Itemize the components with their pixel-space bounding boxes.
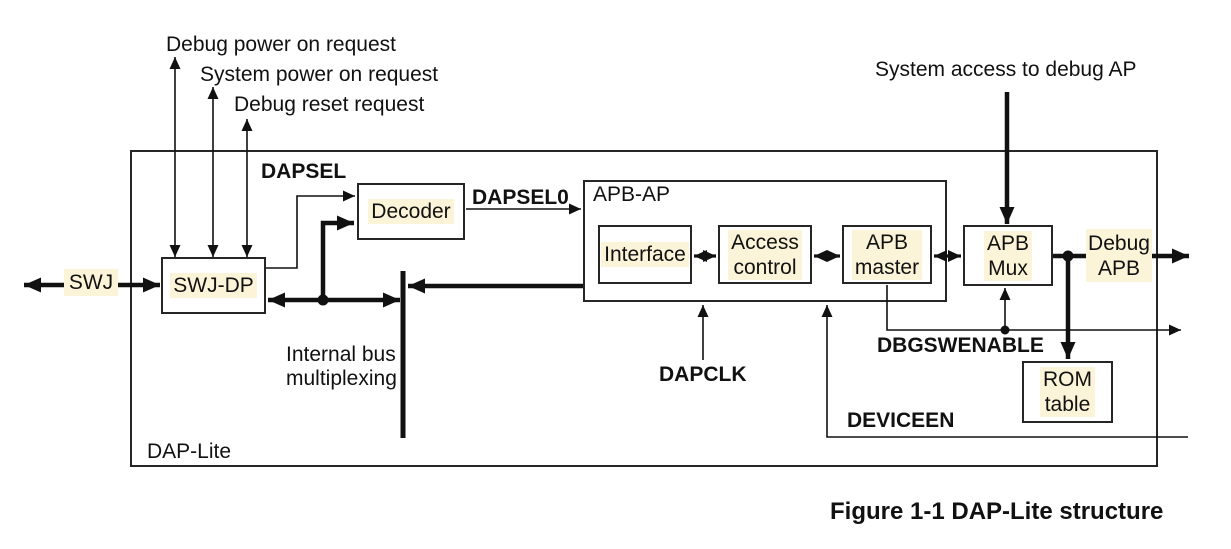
dap-lite-enclosure-label: DAP-Lite (147, 440, 232, 463)
block-apb-mux: APB Mux (963, 225, 1053, 286)
block-swj-dp: SWJ-DP (161, 257, 266, 314)
block-apb-master-label: APB master (851, 229, 923, 280)
label-system-power-on-request: System power on request (200, 63, 439, 86)
label-dbgswenable: DBGSWENABLE (877, 334, 1044, 357)
label-debug-power-on-request: Debug power on request (166, 33, 396, 56)
dap-lite-enclosure (130, 150, 1158, 467)
bus-junction-dot-left (317, 294, 329, 306)
block-decoder: Decoder (357, 183, 465, 240)
figure-caption: Figure 1-1 DAP-Lite structure (830, 498, 1164, 525)
block-apb-ap-label: APB-AP (593, 183, 671, 206)
block-swj-dp-label: SWJ-DP (170, 273, 257, 298)
block-apb-master: APB master (842, 225, 932, 284)
label-deviceen: DEVICEEN (847, 409, 955, 432)
debug-apb-port-label: Debug APB (1086, 229, 1152, 282)
block-access-control-label: Access control (728, 229, 802, 280)
label-debug-reset-request: Debug reset request (234, 93, 425, 116)
dbgswenable-wire (886, 285, 1181, 336)
bus-decoder-branch (320, 215, 354, 300)
label-system-access-to-debug-ap: System access to debug AP (875, 58, 1137, 81)
block-interface: Interface (598, 225, 692, 284)
block-access-control: Access control (718, 225, 812, 284)
deviceen-wire (821, 305, 1188, 438)
label-internal-bus-multiplexing: Internal bus multiplexing (286, 343, 397, 390)
label-dapsel: DAPSEL (261, 160, 347, 183)
block-apb-mux-label: APB Mux (983, 230, 1033, 281)
block-rom-table-label: ROM table (1040, 367, 1095, 417)
label-dapclk: DAPCLK (659, 363, 747, 386)
dapsel-wire (266, 190, 355, 269)
block-decoder-label: Decoder (368, 199, 454, 224)
dbgswenable-junction-dot (1000, 325, 1010, 335)
block-rom-table: ROM table (1022, 361, 1113, 423)
block-interface-label: Interface (601, 242, 689, 267)
swj-port-label: SWJ (64, 269, 118, 296)
label-dapsel0: DAPSEL0 (472, 186, 569, 209)
